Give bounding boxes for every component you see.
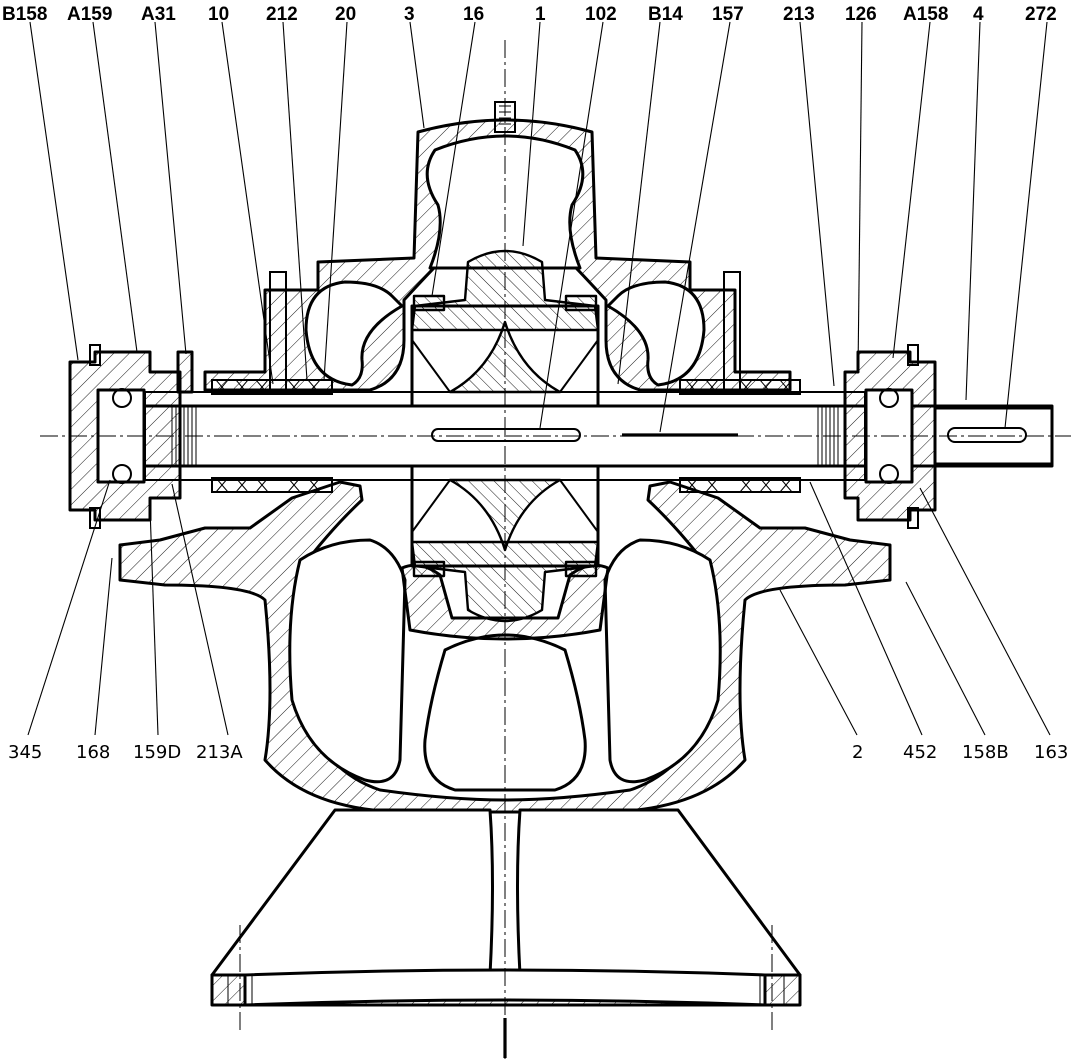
label-163: 163	[1034, 742, 1068, 763]
impeller	[410, 249, 600, 623]
packing-left	[211, 271, 333, 493]
label-16: 16	[463, 4, 484, 25]
centerlines	[40, 40, 1071, 1059]
bottom-labels: 345 168 159D 213A 2 452 158B 163	[8, 742, 1068, 763]
label-10: 10	[208, 4, 229, 25]
top-labels: B158 A159 A31 10 212 20 3 16 1 102 B14 1…	[2, 4, 1057, 25]
label-A159: A159	[67, 4, 112, 25]
label-157: 157	[712, 4, 744, 25]
label-452: 452	[903, 742, 937, 763]
label-272: 272	[1025, 4, 1057, 25]
label-1: 1	[535, 4, 546, 25]
label-212: 212	[266, 4, 298, 25]
leader-lines	[27, 21, 1051, 736]
label-213A: 213A	[196, 742, 243, 763]
label-B14: B14	[648, 4, 683, 25]
label-20: 20	[335, 4, 356, 25]
label-168: 168	[76, 742, 110, 763]
label-B158: B158	[2, 4, 47, 25]
label-4: 4	[973, 4, 984, 25]
label-102: 102	[585, 4, 617, 25]
label-345: 345	[8, 742, 42, 763]
label-2: 2	[852, 742, 863, 763]
label-3: 3	[404, 4, 415, 25]
label-213: 213	[783, 4, 815, 25]
label-159D: 159D	[133, 742, 181, 763]
pedestal	[210, 808, 802, 1030]
packing-right	[679, 271, 801, 493]
label-A158: A158	[903, 4, 948, 25]
label-126: 126	[845, 4, 877, 25]
label-A31: A31	[141, 4, 176, 25]
label-158B: 158B	[962, 742, 1009, 763]
